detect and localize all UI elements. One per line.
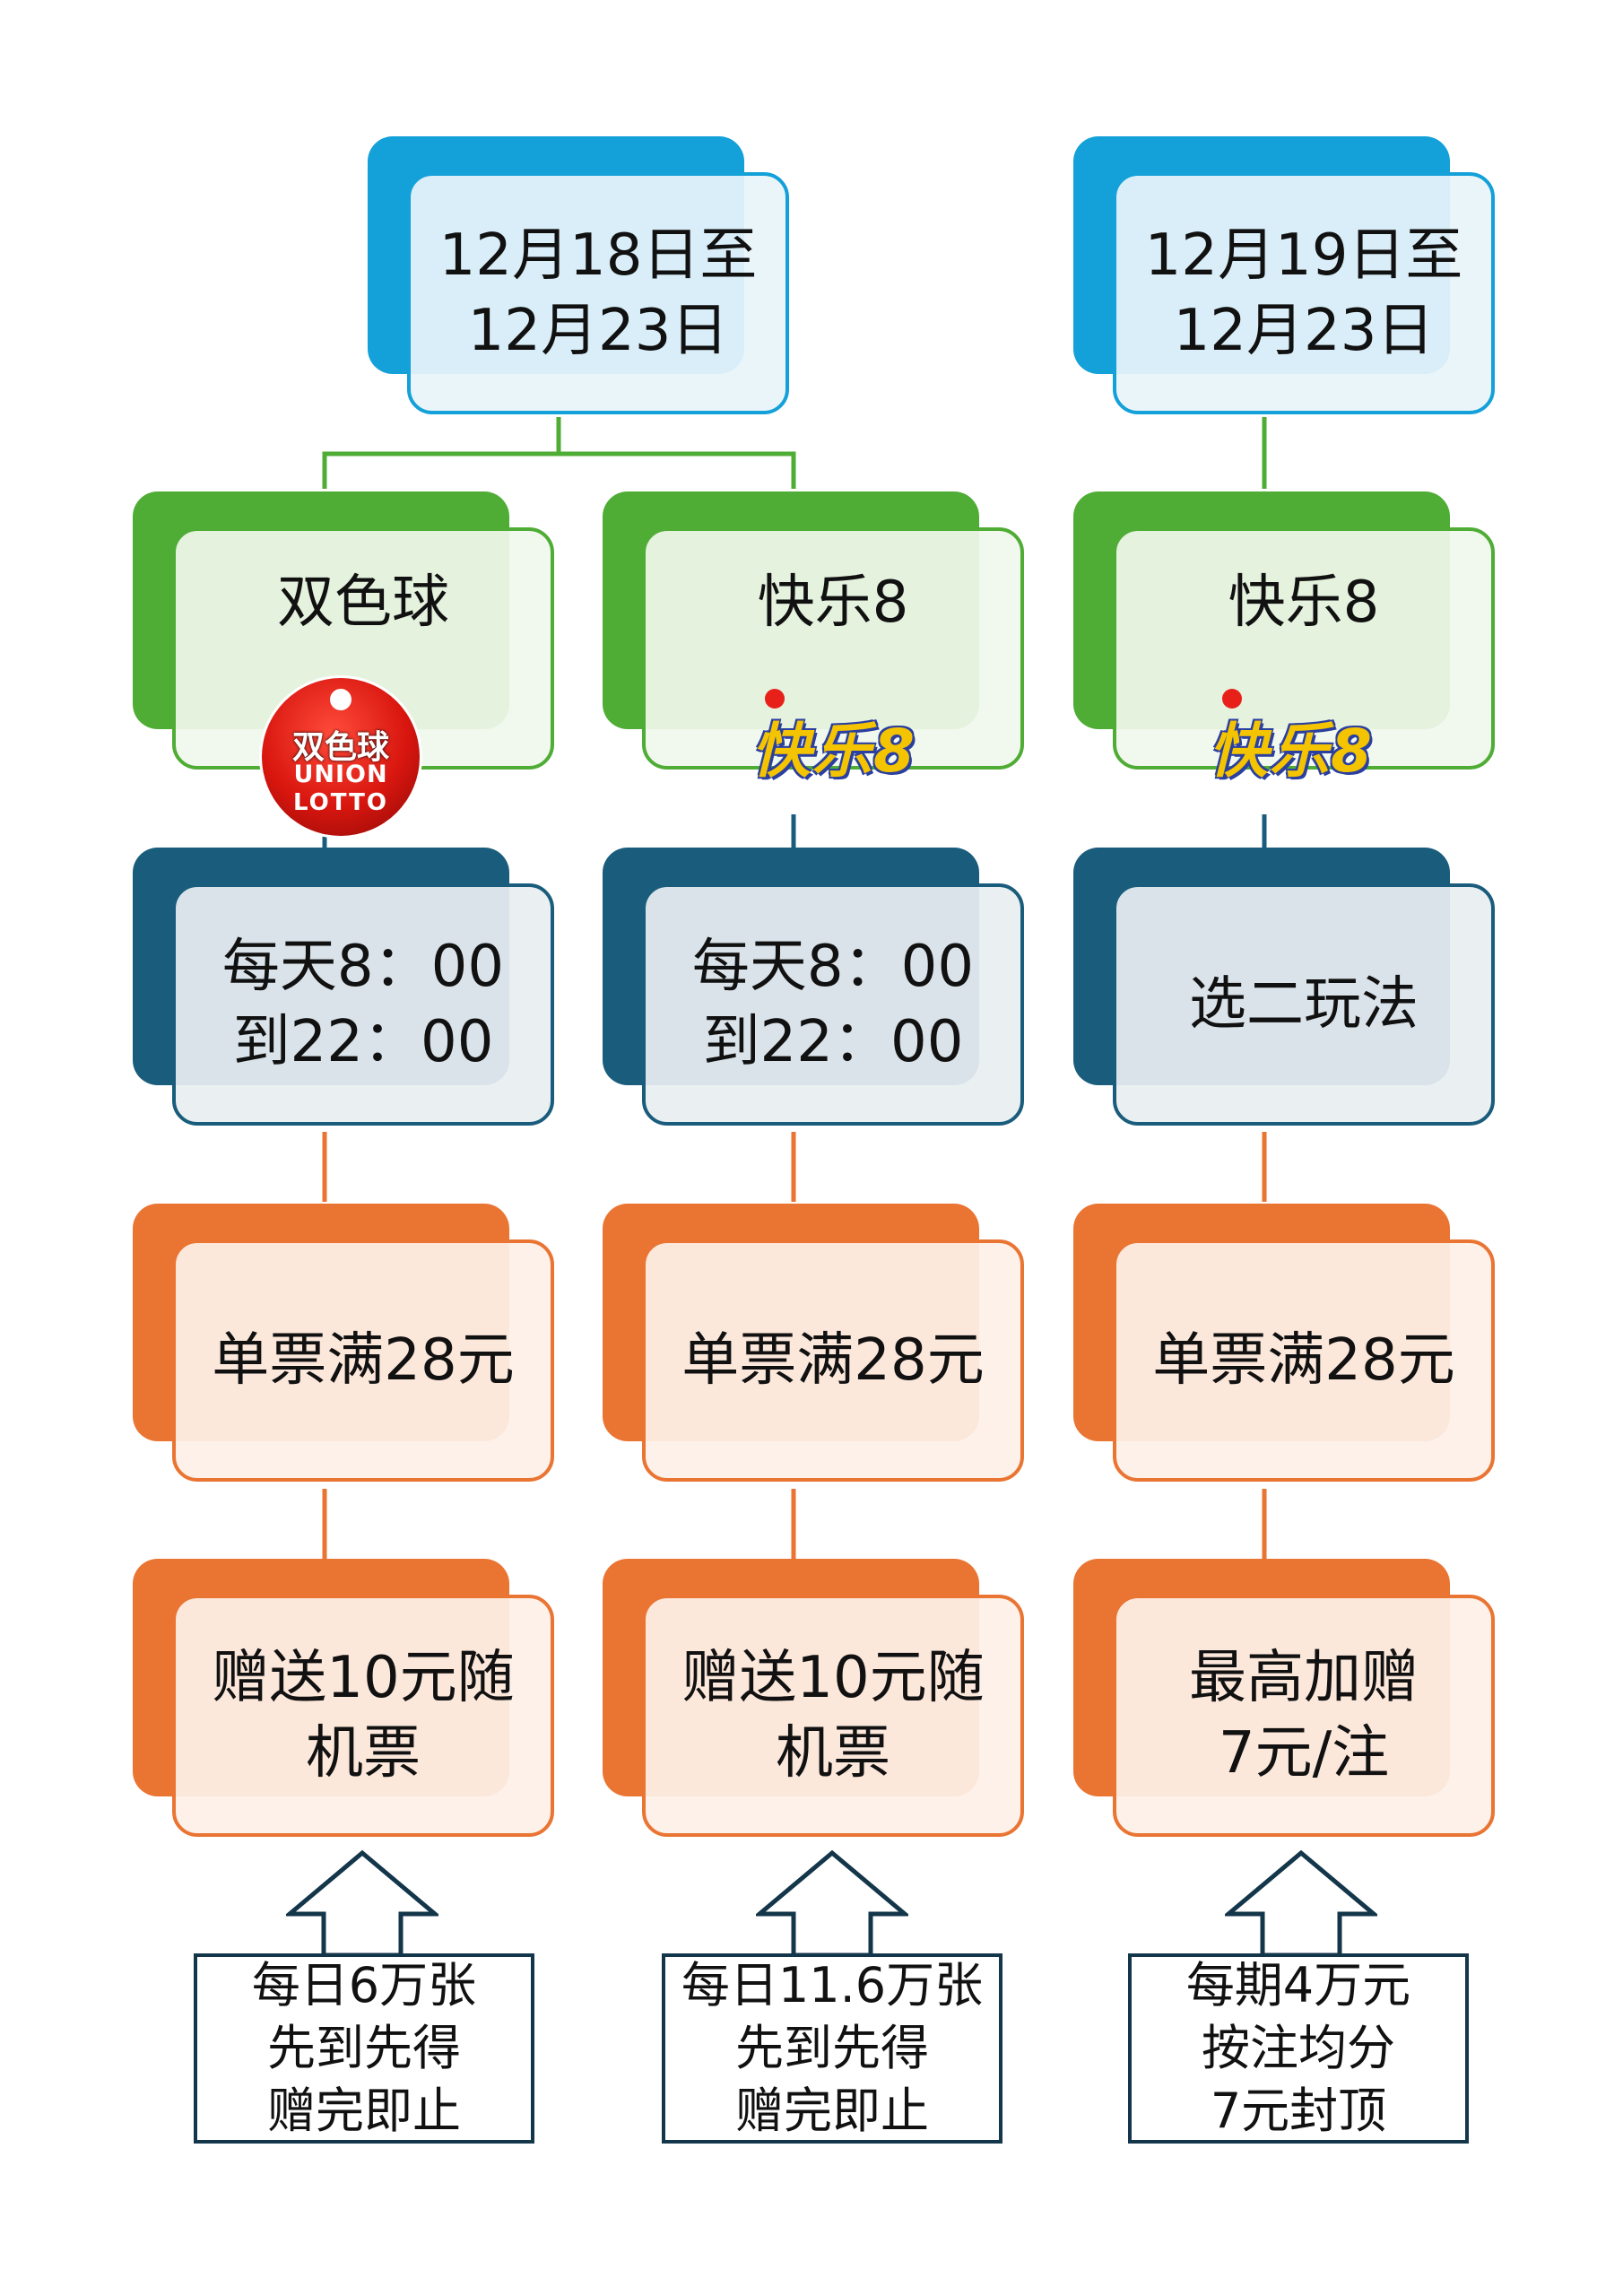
shuangseqiu-logo: 双色球 UNION LOTTO	[262, 678, 420, 836]
threshold-block-col3: 单票满28元	[1073, 1204, 1499, 1482]
reward-block-col1: 赠送10元随 机票	[133, 1559, 559, 1837]
condition-line: 每天8：00	[691, 934, 975, 1000]
note-line: 赠完即止	[267, 2083, 461, 2139]
welfare-lottery-mark-icon	[330, 689, 352, 710]
date-line: 12月19日至	[1144, 222, 1463, 289]
logo-text: 快乐8	[751, 717, 916, 786]
note-line: 每日11.6万张	[681, 1957, 984, 2013]
condition-block-col3: 选二玩法	[1073, 848, 1499, 1126]
up-arrow-icon	[756, 1849, 908, 1957]
game-block-col2: 快乐8	[603, 491, 1028, 770]
logo-text: UNION	[293, 761, 388, 788]
date-to-games-connector	[322, 417, 561, 489]
date-block-col1: 12月18日至 12月23日	[368, 136, 794, 414]
threshold-text: 单票满28元	[681, 1327, 985, 1394]
condition-line: 到22：00	[702, 1009, 964, 1075]
threshold-text: 单票满28元	[212, 1327, 515, 1394]
reward-line: 7元/注	[1218, 1720, 1390, 1787]
game-name: 快乐8	[1228, 570, 1380, 636]
logo-text: LOTTO	[293, 789, 388, 816]
date-to-games-connector-right	[559, 451, 796, 489]
reward-line: 机票	[306, 1720, 421, 1787]
condition-block-col2: 每天8：00 到22：00	[603, 848, 1028, 1126]
reward-line: 赠送10元随	[212, 1645, 515, 1711]
note-line: 每期4万元	[1185, 1957, 1411, 2013]
kuaile8-logo: 快乐8	[1170, 687, 1403, 795]
up-arrow-icon	[286, 1849, 438, 1957]
threshold-text: 单票满28元	[1152, 1327, 1455, 1394]
note-box-col1: 每日6万张 先到先得 赠完即止	[194, 1953, 534, 2144]
logo-text: 快乐8	[1209, 717, 1374, 786]
note-line: 先到先得	[735, 2020, 929, 2076]
game-block-col3: 快乐8	[1073, 491, 1499, 770]
note-line: 按注均分	[1202, 2020, 1395, 2076]
date-block-col3: 12月19日至 12月23日	[1073, 136, 1499, 414]
game-name: 双色球	[277, 570, 449, 636]
reward-block-col3: 最高加赠 7元/注	[1073, 1559, 1499, 1837]
date-line: 12月23日	[1173, 298, 1435, 364]
note-line: 每日6万张	[251, 1957, 477, 2013]
welfare-lottery-mark-icon	[765, 689, 785, 709]
threshold-block-col1: 单票满28元	[133, 1204, 559, 1482]
condition-line: 到22：00	[232, 1009, 494, 1075]
up-arrow-icon	[1225, 1849, 1377, 1957]
note-line: 7元封顶	[1210, 2083, 1387, 2139]
condition-line: 选二玩法	[1189, 971, 1419, 1038]
note-line: 先到先得	[267, 2020, 461, 2076]
logo-text: 双色球	[291, 729, 389, 766]
reward-line: 最高加赠	[1189, 1645, 1419, 1711]
date-line: 12月18日至	[438, 222, 758, 289]
note-box-col2: 每日11.6万张 先到先得 赠完即止	[662, 1953, 1002, 2144]
reward-line: 赠送10元随	[681, 1645, 985, 1711]
reward-block-col2: 赠送10元随 机票	[603, 1559, 1028, 1837]
note-box-col3: 每期4万元 按注均分 7元封顶	[1128, 1953, 1469, 2144]
game-name: 快乐8	[757, 570, 909, 636]
threshold-block-col2: 单票满28元	[603, 1204, 1028, 1482]
welfare-lottery-mark-icon	[1222, 689, 1242, 709]
note-line: 赠完即止	[735, 2083, 929, 2139]
kuaile8-logo: 快乐8	[713, 687, 946, 795]
date-line: 12月23日	[467, 298, 729, 364]
condition-block-col1: 每天8：00 到22：00	[133, 848, 559, 1126]
reward-line: 机票	[776, 1720, 890, 1787]
condition-line: 每天8：00	[221, 934, 505, 1000]
